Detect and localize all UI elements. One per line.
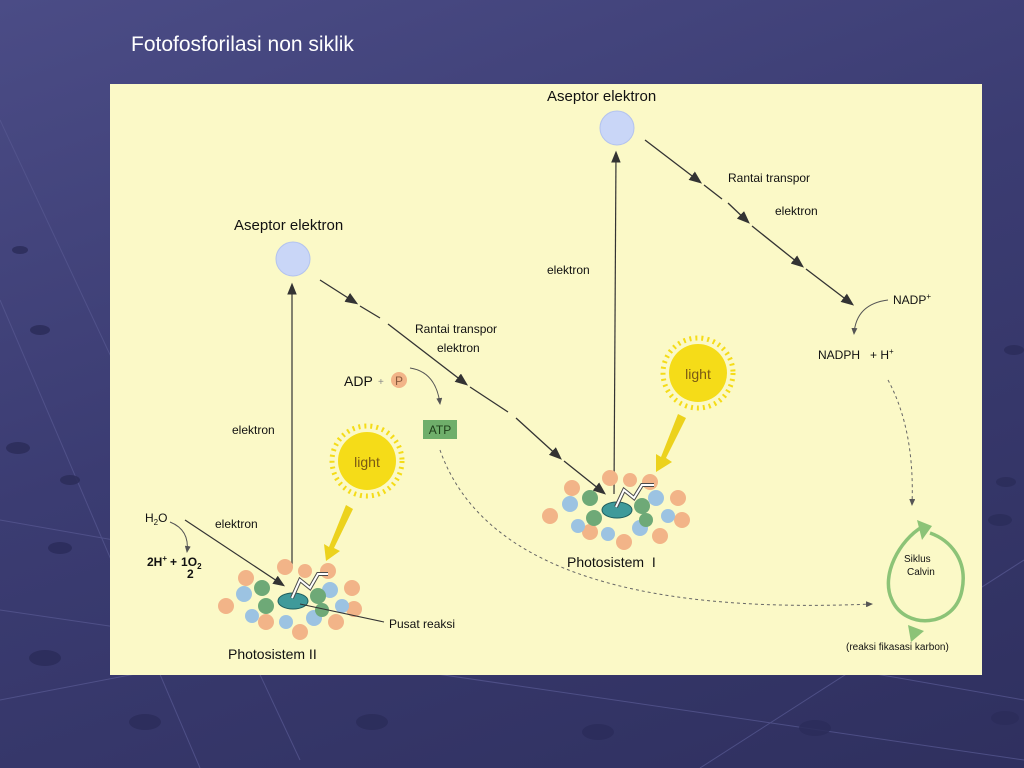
calvin-caption: (reaksi fikasasi karbon)	[846, 642, 949, 653]
calvin-line2: Calvin	[907, 567, 935, 578]
psii-acceptor: Aseptor elektron	[234, 217, 343, 277]
psii-light-label: light	[354, 454, 380, 470]
psi-light-label: light	[685, 366, 711, 382]
psii-acceptor-circle	[275, 241, 311, 277]
water-splitting: H2O elektron 2H++1O2 2	[145, 511, 286, 587]
psii-electron-up-label: elektron	[232, 423, 275, 437]
nadp-label: NADP+	[893, 292, 931, 307]
calvin-cycle: Siklus Calvin (reaksi fikasasi karbon)	[846, 520, 965, 653]
noncyclic-photophosphorylation-diagram: Aseptor elektron elektron Rantai transpo…	[145, 88, 965, 662]
adp-plus: +	[378, 377, 384, 388]
nadp-reduction: NADP+ NADPH + H+	[818, 292, 931, 506]
psii-name: Photosistem II	[228, 646, 317, 662]
diagram-panel: Aseptor elektron elektron Rantai transpo…	[110, 84, 982, 675]
water-curve-arrow	[169, 521, 191, 553]
nadp-curve-arrow	[851, 299, 889, 335]
water-formula: H2O	[145, 511, 167, 527]
calvin-line1: Siklus	[904, 554, 931, 565]
psi-acceptor: Aseptor elektron	[547, 88, 656, 146]
water-electron-arrow	[184, 519, 286, 587]
psi-electron-up-arrow	[611, 150, 621, 495]
transport-chain-2	[644, 139, 855, 306]
slide-title: Fotofosforilasi non siklik	[131, 33, 354, 56]
water-electron-label: elektron	[215, 517, 258, 531]
psi-antenna-complex	[542, 470, 690, 550]
water-half-denominator: 2	[187, 567, 194, 581]
adp-to-atp-arrow	[409, 367, 443, 405]
psi-acceptor-circle	[599, 110, 635, 146]
atp-to-calvin-arrow	[439, 449, 873, 608]
psii-antenna-complex	[218, 559, 362, 640]
calvin-arrowhead-bottom	[908, 625, 924, 642]
psi-acceptor-label: Aseptor elektron	[547, 88, 656, 105]
transport-2-line2: elektron	[775, 204, 818, 218]
transport-2-line1: Rantai transpor	[728, 171, 810, 185]
reaction-center-pointer	[299, 603, 385, 623]
reaction-center-label: Pusat reaksi	[389, 617, 455, 631]
psii-light-arrow	[324, 505, 353, 561]
transport-chain-1	[319, 279, 607, 495]
calvin-cycle-arrow-icon	[886, 525, 965, 623]
psi-light-arrow	[656, 414, 686, 472]
calvin-arrowhead-top	[917, 520, 932, 540]
atp-box	[423, 420, 457, 439]
transport-1-line1: Rantai transpor	[415, 322, 497, 336]
phosphate-label: P	[395, 374, 403, 388]
atp-synthesis: ADP + P ATP	[344, 367, 873, 608]
water-products: 2H++1O2	[147, 554, 202, 571]
transport-1-line2: elektron	[437, 341, 480, 355]
nadph-to-calvin-arrow	[887, 379, 916, 506]
psi-sun: light	[660, 335, 736, 411]
psii-sun: light	[329, 423, 405, 499]
nadph-label: NADPH + H+	[818, 347, 894, 362]
psii-acceptor-label: Aseptor elektron	[234, 217, 343, 234]
adp-label: ADP	[344, 373, 373, 389]
atp-label: ATP	[429, 423, 451, 437]
psi-name: Photosistem I	[567, 554, 656, 570]
phosphate-circle	[391, 372, 407, 388]
psi-electron-up-label: elektron	[547, 263, 590, 277]
